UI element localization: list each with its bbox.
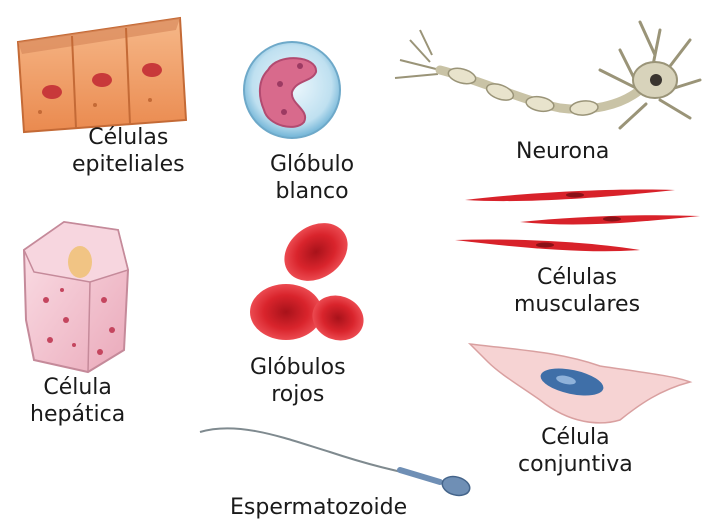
red-blood-cells-illustration bbox=[250, 211, 370, 347]
muscle-cells-illustration bbox=[455, 189, 700, 251]
neuron-illustration bbox=[395, 22, 700, 128]
label-musculares: Células musculares bbox=[514, 264, 640, 318]
epithelial-cells-illustration bbox=[18, 18, 186, 132]
label-hepatica: Célula hepática bbox=[30, 374, 125, 428]
label-epitheliales: Células epiteliales bbox=[72, 124, 185, 178]
sperm-cell-illustration bbox=[200, 428, 472, 498]
label-globulos-rojos: Glóbulos rojos bbox=[250, 354, 346, 408]
label-conjuntiva: Célula conjuntiva bbox=[518, 424, 633, 478]
label-neurona: Neurona bbox=[516, 138, 609, 165]
hepatic-cell-illustration bbox=[24, 222, 128, 372]
label-globulo-blanco: Glóbulo blanco bbox=[270, 151, 354, 205]
label-espermatozoide: Espermatozoide bbox=[230, 494, 407, 521]
white-blood-cell-illustration bbox=[244, 42, 340, 138]
connective-cell-illustration bbox=[470, 344, 690, 423]
